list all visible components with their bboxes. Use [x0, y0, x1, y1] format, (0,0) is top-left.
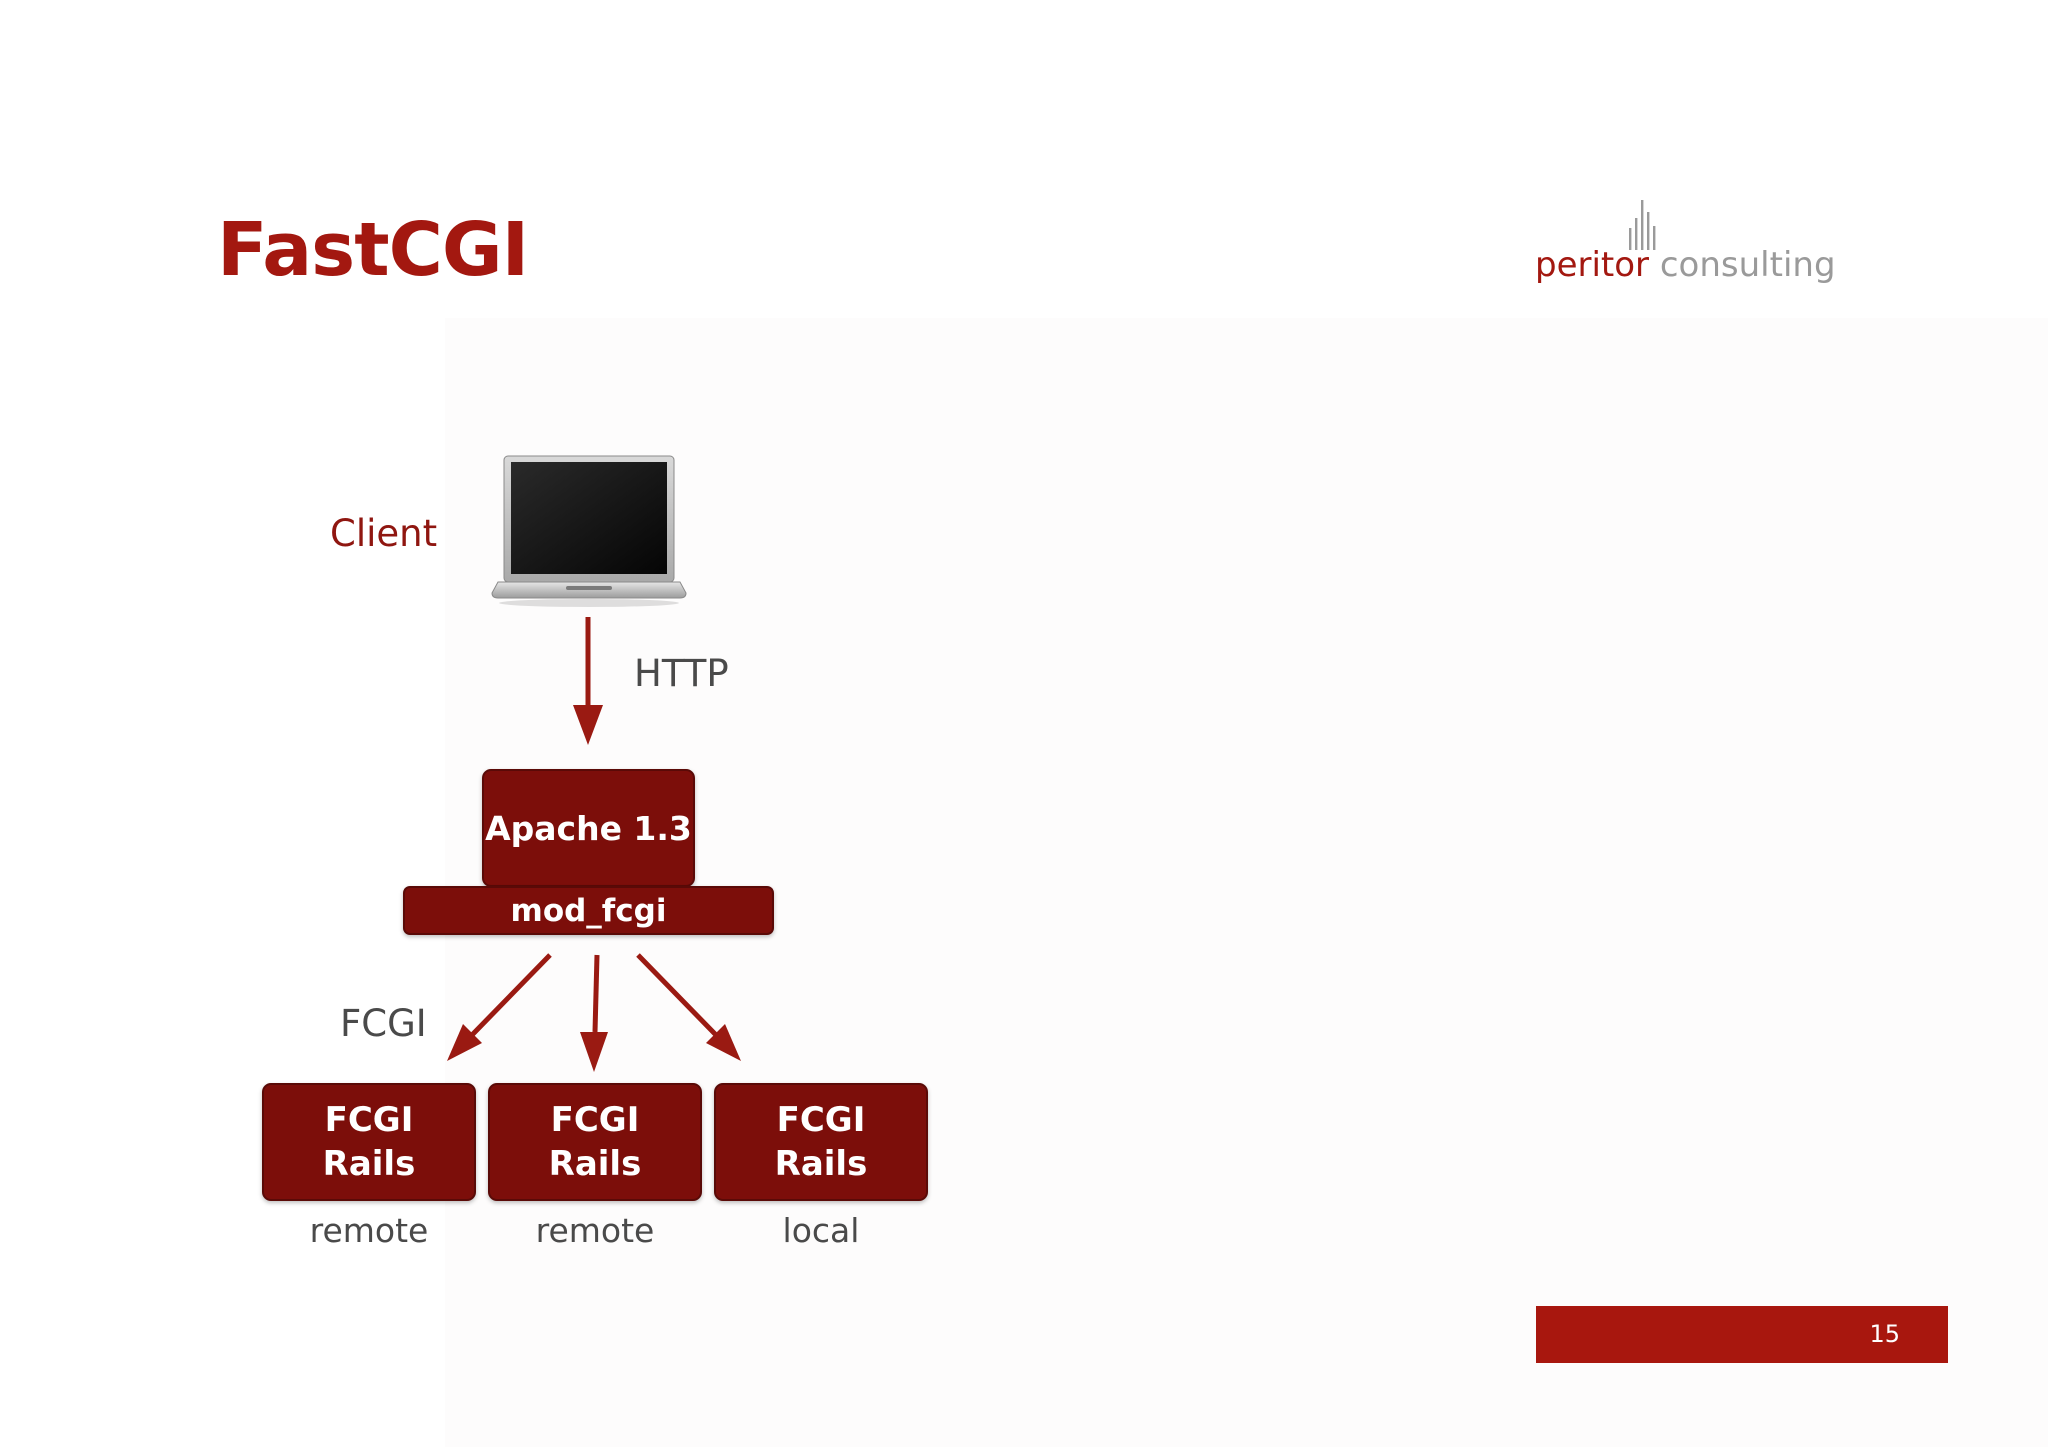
fcgi-rails-node-remote-1: FCGI Rails: [262, 1083, 476, 1201]
node-line1: FCGI: [776, 1099, 866, 1140]
mod-fcgi-box: mod_fcgi: [403, 886, 774, 935]
fcgi-rails-node-local: FCGI Rails: [714, 1083, 928, 1201]
laptop-icon: [491, 455, 687, 607]
page-number: 15: [1869, 1320, 1900, 1348]
footer-bar: 15: [1536, 1306, 1948, 1363]
node-location-label: remote: [535, 1211, 655, 1250]
fcgi-arrow-left: [447, 953, 552, 1061]
slide-title: FastCGI: [217, 207, 529, 293]
fcgi-protocol-label: FCGI: [340, 1002, 427, 1045]
apache-server-box: Apache 1.3: [482, 769, 695, 887]
node-line2: Rails: [322, 1144, 416, 1184]
fcgi-arrow-center: [580, 954, 608, 1072]
company-logo: peritor consulting: [1535, 198, 1836, 298]
http-label: HTTP: [634, 652, 729, 695]
http-arrow: [573, 617, 603, 745]
client-label: Client: [330, 512, 438, 555]
node-line2: Rails: [548, 1144, 642, 1184]
logo-word-consulting: consulting: [1659, 245, 1836, 285]
logo-word-peritor: peritor: [1535, 245, 1650, 285]
fcgi-rails-node-remote-2: FCGI Rails: [488, 1083, 702, 1201]
node-location-label: remote: [309, 1211, 429, 1250]
bars-icon: [1629, 200, 1656, 250]
node-location-label: local: [782, 1211, 860, 1250]
node-line1: FCGI: [550, 1099, 640, 1140]
node-line2: Rails: [774, 1144, 868, 1184]
node-line1: FCGI: [324, 1099, 414, 1140]
diagram-background: [445, 318, 2048, 1447]
logo-text: peritor consulting: [1535, 248, 1836, 282]
fcgi-arrow-right: [636, 953, 741, 1061]
